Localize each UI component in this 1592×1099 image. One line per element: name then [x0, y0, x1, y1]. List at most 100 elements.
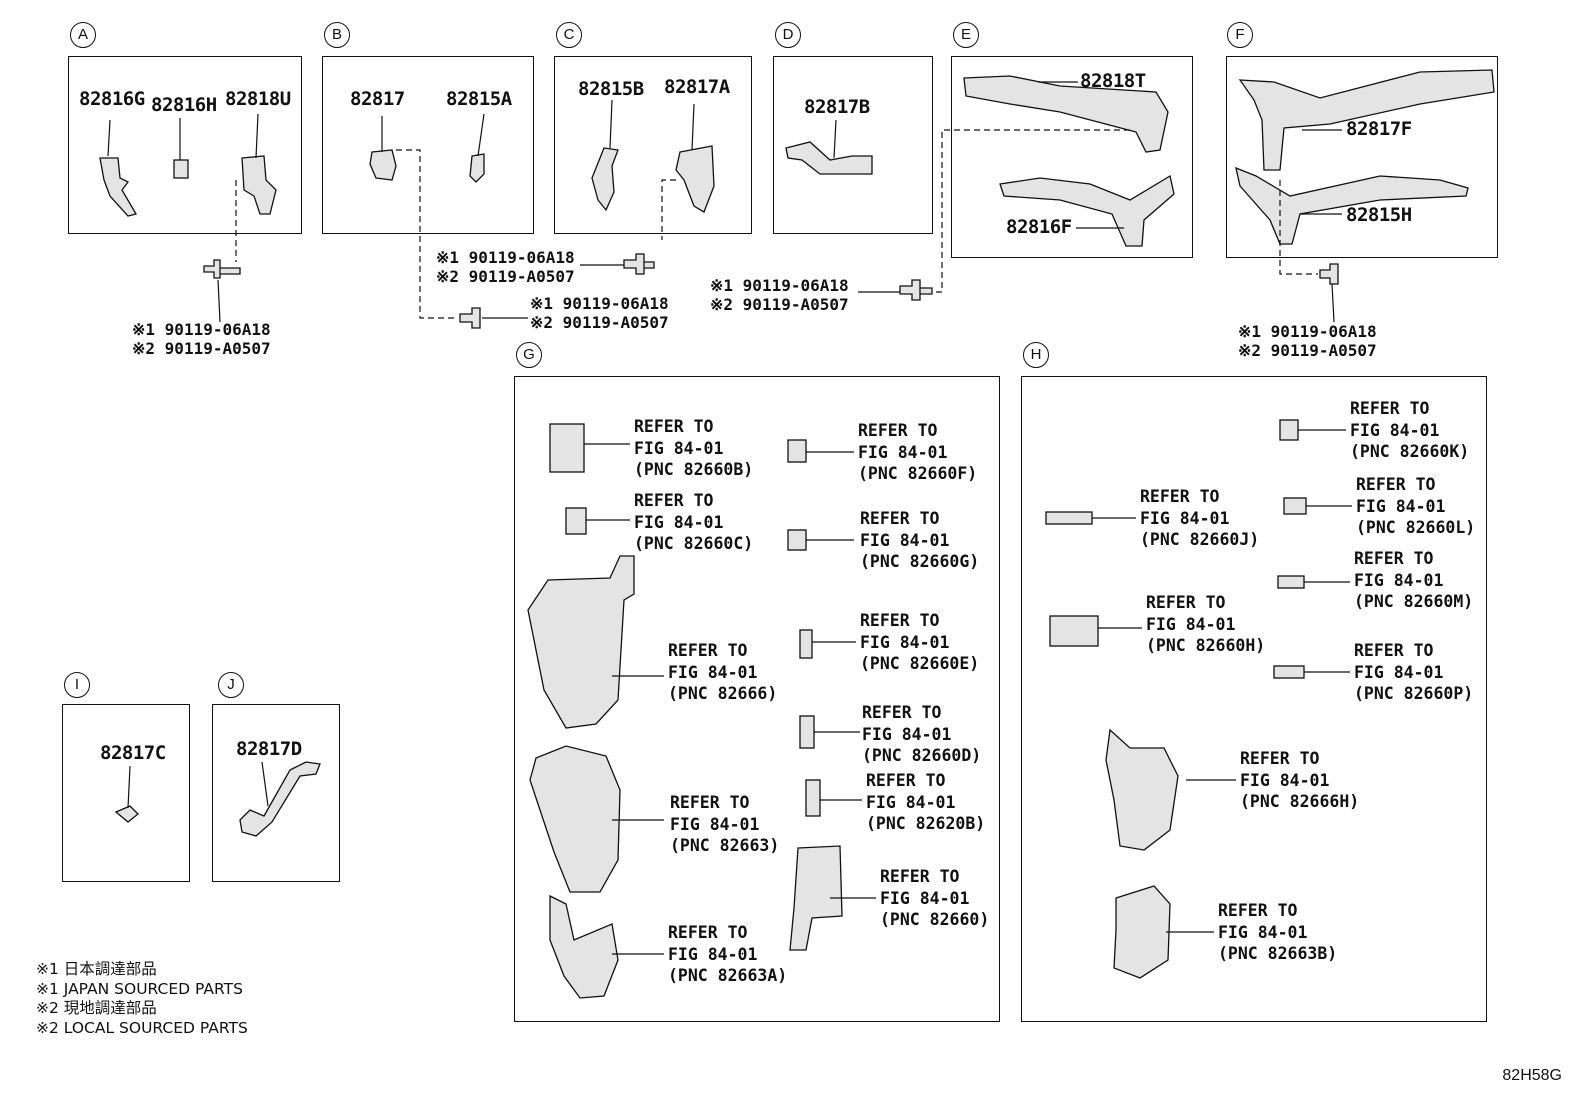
reference-callout[interactable]: REFER TO FIG 84-01 (PNC 82666H) [1240, 748, 1359, 813]
ref-line: FIG 84-01 [1350, 420, 1440, 440]
part-number[interactable]: 82816F [1006, 216, 1072, 238]
ref-line: FIG 84-01 [668, 944, 758, 964]
ref-line: FIG 84-01 [1240, 770, 1330, 790]
ref-line: (PNC 82660F) [858, 464, 978, 483]
reference-callout[interactable]: REFER TO FIG 84-01 (PNC 82660E) [860, 610, 979, 675]
ref-line: (PNC 82660C) [634, 534, 754, 553]
reference-callout[interactable]: REFER TO FIG 84-01 (PNC 82620B) [866, 770, 985, 835]
ref-line: FIG 84-01 [1140, 508, 1230, 528]
ref-line: (PNC 82660D) [862, 746, 982, 765]
ref-line: (PNC 82660P) [1354, 684, 1474, 703]
reference-callout[interactable]: REFER TO FIG 84-01 (PNC 82660P) [1354, 640, 1473, 705]
ref-line: (PNC 82660) [880, 910, 990, 929]
ref-line: FIG 84-01 [1356, 496, 1446, 516]
reference-callout[interactable]: REFER TO FIG 84-01 (PNC 82660B) [634, 416, 753, 481]
reference-callout[interactable]: REFER TO FIG 84-01 (PNC 82660G) [860, 508, 979, 573]
figure-code: 82H58G [1502, 1067, 1562, 1084]
part-number[interactable]: 82815H [1346, 204, 1412, 226]
ref-line: FIG 84-01 [880, 888, 970, 908]
bolt-part-number: ※1 90119-06A18 [530, 294, 669, 313]
bolt-part-number: ※2 90119-A0507 [436, 267, 575, 286]
reference-callout[interactable]: REFER TO FIG 84-01 (PNC 82660D) [862, 702, 981, 767]
ref-line: REFER TO [866, 771, 946, 790]
section-f-label: F [1227, 22, 1253, 48]
part-number[interactable]: 82815A [446, 88, 512, 110]
bolt-part-number: ※1 90119-06A18 [710, 276, 849, 295]
ref-line: (PNC 82660H) [1146, 636, 1266, 655]
reference-callout[interactable]: REFER TO FIG 84-01 (PNC 82660L) [1356, 474, 1475, 539]
reference-callout[interactable]: REFER TO FIG 84-01 (PNC 82660F) [858, 420, 977, 485]
part-number[interactable]: 82815B [578, 78, 644, 100]
section-h-frame [1021, 376, 1487, 1022]
section-e-label: E [953, 22, 979, 48]
section-f-frame [1226, 56, 1498, 258]
bolt-c-drawing [623, 253, 655, 275]
section-a-label: A [70, 22, 96, 48]
ref-line: (PNC 82663B) [1218, 944, 1338, 963]
reference-callout[interactable]: REFER TO FIG 84-01 (PNC 82660M) [1354, 548, 1473, 613]
ref-line: REFER TO [860, 509, 940, 528]
part-number[interactable]: 82816H [151, 94, 217, 116]
part-number[interactable]: 82817D [236, 738, 302, 760]
ref-line: FIG 84-01 [668, 662, 758, 682]
ref-line: REFER TO [668, 641, 748, 660]
reference-callout[interactable]: REFER TO FIG 84-01 (PNC 82663A) [668, 922, 787, 987]
legend-line: ※1 JAPAN SOURCED PARTS [36, 979, 243, 998]
section-h-label: H [1023, 342, 1049, 368]
bolt-callout-c[interactable]: ※1 90119-06A18 ※2 90119-A0507 [436, 248, 575, 286]
reference-callout[interactable]: REFER TO FIG 84-01 (PNC 82666) [668, 640, 777, 705]
ref-line: REFER TO [858, 421, 938, 440]
bolt-callout-a[interactable]: ※1 90119-06A18 ※2 90119-A0507 [132, 320, 271, 358]
ref-line: FIG 84-01 [1146, 614, 1236, 634]
section-c-label: C [556, 22, 582, 48]
section-d-frame [773, 56, 933, 234]
reference-callout[interactable]: REFER TO FIG 84-01 (PNC 82660J) [1140, 486, 1259, 551]
ref-line: REFER TO [670, 793, 750, 812]
section-i-frame [62, 704, 190, 882]
ref-line: REFER TO [1354, 641, 1434, 660]
bolt-part-number: ※1 90119-06A18 [436, 248, 575, 267]
bolt-a-drawing [203, 259, 241, 279]
bolt-part-number: ※2 90119-A0507 [132, 339, 271, 358]
bolt-part-number: ※2 90119-A0507 [1238, 341, 1377, 360]
part-number[interactable]: 82817A [664, 76, 730, 98]
ref-line: (PNC 82660E) [860, 654, 980, 673]
bolt-e-drawing [899, 279, 933, 301]
ref-line: FIG 84-01 [634, 438, 724, 458]
legend-line: ※1 日本調達部品 [36, 960, 157, 978]
ref-line: REFER TO [862, 703, 942, 722]
reference-callout[interactable]: REFER TO FIG 84-01 (PNC 82660) [880, 866, 989, 931]
bolt-callout-e[interactable]: ※1 90119-06A18 ※2 90119-A0507 [710, 276, 849, 314]
ref-line: REFER TO [1354, 549, 1434, 568]
reference-callout[interactable]: REFER TO FIG 84-01 (PNC 82663) [670, 792, 779, 857]
part-number[interactable]: 82817C [100, 742, 166, 764]
reference-callout[interactable]: REFER TO FIG 84-01 (PNC 82660H) [1146, 592, 1265, 657]
bolt-callout-f[interactable]: ※1 90119-06A18 ※2 90119-A0507 [1238, 322, 1377, 360]
ref-line: (PNC 82660J) [1140, 530, 1260, 549]
part-number[interactable]: 82816G [79, 88, 145, 110]
part-number[interactable]: 82817F [1346, 118, 1412, 140]
reference-callout[interactable]: REFER TO FIG 84-01 (PNC 82663B) [1218, 900, 1337, 965]
part-number[interactable]: 82818U [225, 88, 291, 110]
ref-line: (PNC 82660L) [1356, 518, 1476, 537]
ref-line: FIG 84-01 [858, 442, 948, 462]
ref-line: FIG 84-01 [1218, 922, 1308, 942]
ref-line: REFER TO [1140, 487, 1220, 506]
reference-callout[interactable]: REFER TO FIG 84-01 (PNC 82660C) [634, 490, 753, 555]
ref-line: FIG 84-01 [860, 530, 950, 550]
bolt-b-drawing [459, 307, 481, 329]
ref-line: REFER TO [880, 867, 960, 886]
legend-line: ※2 LOCAL SOURCED PARTS [36, 1018, 248, 1037]
bolt-part-number: ※2 90119-A0507 [710, 295, 849, 314]
ref-line: REFER TO [1240, 749, 1320, 768]
ref-line: FIG 84-01 [1354, 662, 1444, 682]
bolt-callout-b[interactable]: ※1 90119-06A18 ※2 90119-A0507 [530, 294, 669, 332]
part-number[interactable]: 82817B [804, 96, 870, 118]
part-number[interactable]: 82817 [350, 88, 405, 110]
legend-line: ※2 現地調達部品 [36, 999, 157, 1017]
reference-callout[interactable]: REFER TO FIG 84-01 (PNC 82660K) [1350, 398, 1469, 463]
ref-line: REFER TO [668, 923, 748, 942]
ref-line: REFER TO [1146, 593, 1226, 612]
part-number[interactable]: 82818T [1080, 70, 1146, 92]
section-g-label: G [516, 342, 542, 368]
